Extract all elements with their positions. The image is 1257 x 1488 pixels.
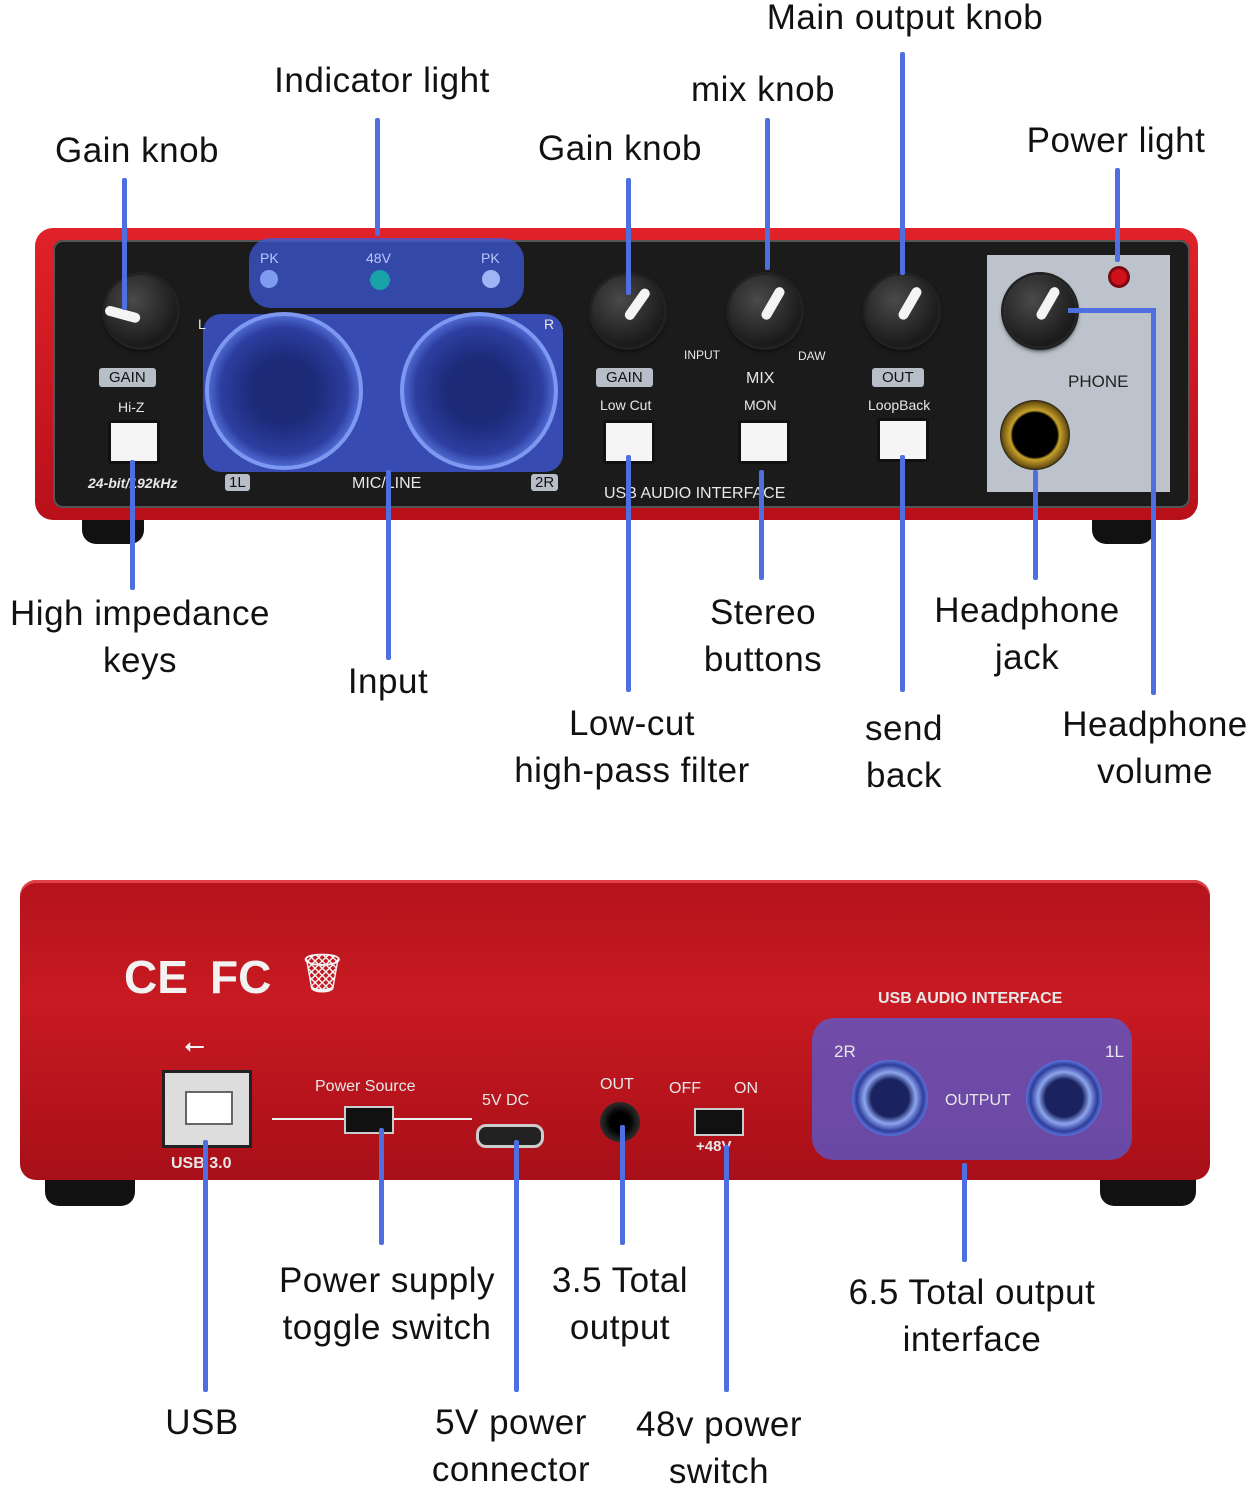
label-headphone-jack: Headphone jack [934,591,1120,677]
callout-line [514,1140,519,1392]
gain-knob-1[interactable] [103,275,177,347]
l-label: L [198,316,206,332]
label-gain-knob-2: Gain knob [537,129,703,168]
out-label: OUT [872,368,924,387]
back-usb-audio-label: USB AUDIO INTERFACE [878,990,1063,1007]
label-power-supply-toggle: Power supply toggle switch [278,1261,496,1347]
ch2-label: 2R [531,474,559,491]
pk-left-label: PK [260,250,279,266]
label-indicator-light: Indicator light [274,61,490,100]
callout-line [1151,308,1156,695]
label-power-light: Power light [1026,121,1206,160]
pk-right-label: PK [481,250,500,266]
output-65-jack-2r[interactable] [852,1060,928,1136]
usb-label: USB 3.0 [171,1155,232,1172]
callout-line [386,470,391,660]
power-led [1111,269,1127,285]
label-high-impedance: High impedance keys [10,594,270,680]
input-label: INPUT [684,348,720,362]
usb-symbol-icon: ⭠ [184,1030,205,1060]
label-mix-knob: mix knob [690,70,836,109]
callout-line [900,455,905,692]
hiz-label: Hi-Z [118,399,145,415]
callout-line [1068,308,1156,313]
callout-line [900,52,905,275]
usb-c-port[interactable] [476,1124,544,1148]
on-label: ON [734,1080,758,1097]
callout-line [122,178,127,310]
callout-line [1115,168,1120,262]
callout-line [620,1125,625,1245]
callout-line [379,1128,384,1245]
label-input: Input [347,662,429,701]
callout-line [375,118,380,236]
label-gain-knob-1: Gain knob [54,131,220,170]
mon-button[interactable] [738,420,790,464]
callout-line [130,460,135,590]
callout-line [759,470,764,580]
48v-switch[interactable] [694,1108,744,1136]
label-5v-connector: 5V power connector [431,1403,591,1488]
xlr-input-2[interactable] [400,312,558,470]
callout-line [724,1145,729,1392]
loopback-label: LoopBack [868,397,931,413]
48v-label: 48V [366,250,391,266]
mon-label: MON [744,397,777,413]
usb-audio-label: USB AUDIO INTERFACE [604,485,786,502]
callout-line [1033,470,1038,580]
label-low-cut: Low-cut high-pass filter [514,704,750,790]
daw-label: DAW [798,349,826,363]
output-label: OUTPUT [945,1092,1011,1109]
lowcut-label: Low Cut [600,397,652,413]
callout-line [962,1163,967,1262]
48v-label: +48V [696,1138,732,1155]
pk-left-led [260,270,278,288]
headphone-jack[interactable] [1000,400,1070,470]
headphone-volume-knob[interactable] [1004,275,1076,347]
gain2-label: GAIN [596,368,653,387]
weee-icon: 🗑 [298,953,347,995]
off-label: OFF [669,1080,701,1097]
label-48v-switch: 48v power switch [636,1405,802,1488]
label-headphone-volume: Headphone volume [1062,705,1248,791]
dc5v-label: 5V DC [482,1092,530,1109]
fc-mark: FC [210,951,272,1003]
mix-knob[interactable] [729,275,801,347]
output-65-jack-1l[interactable] [1026,1060,1102,1136]
callout-line [626,455,631,692]
xlr-input-1[interactable] [205,312,363,470]
ch1-label: 1L [1105,1042,1124,1061]
callout-line [626,178,631,295]
label-send-back: send back [865,709,943,795]
gain1-label: GAIN [99,368,156,387]
phone-label: PHONE [1068,372,1129,391]
label-main-output-knob: Main output knob [766,0,1044,37]
mix-label: MIX [746,370,775,387]
callout-line [765,118,770,270]
power-source-label: Power Source [315,1078,416,1095]
power-source-switch[interactable] [344,1106,394,1134]
out-label: OUT [600,1076,634,1093]
hiz-button[interactable] [108,420,160,464]
pk-right-led [482,270,500,288]
label-usb: USB [165,1403,239,1442]
label-65-output: 6.5 Total output interface [848,1273,1096,1359]
usb-b-port[interactable] [162,1070,252,1148]
ch1-label: 1L [225,474,250,491]
label-stereo-buttons: Stereo buttons [703,593,823,679]
callout-line [203,1140,208,1392]
label-35-output: 3.5 Total output [551,1261,689,1347]
r-label: R [544,316,555,332]
48v-led [370,270,390,290]
ce-mark: CE [124,951,188,1003]
main-output-knob[interactable] [866,275,938,347]
ch2-label: 2R [834,1042,856,1061]
